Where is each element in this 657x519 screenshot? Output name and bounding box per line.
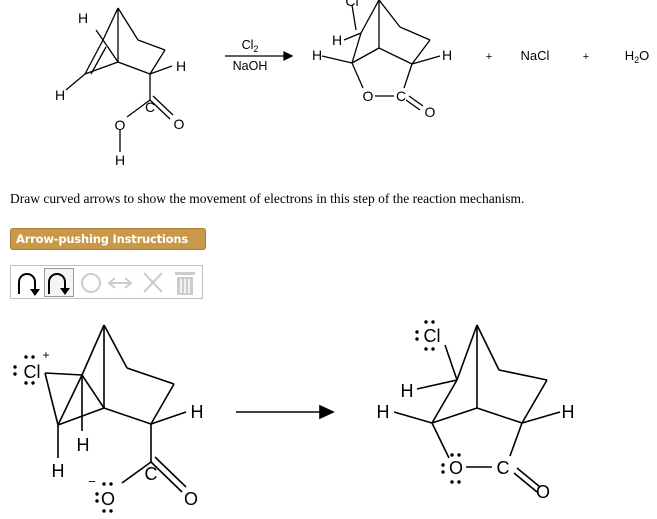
atom-label: O [425, 104, 436, 120]
atom-label: H [52, 461, 65, 481]
atom-label: H [78, 10, 88, 26]
double-arrow-tool[interactable] [104, 268, 134, 297]
atom-label: H [442, 47, 452, 63]
mechanism-canvas[interactable]: Cl + H H H C O O − [0, 310, 657, 519]
product-labels: Cl H H H O C O [312, 0, 452, 120]
atom-label: Cl [424, 326, 441, 346]
starting-material-labels: H H H C O O H [55, 10, 186, 168]
atom-label: O [449, 458, 463, 478]
atom-label: O [536, 482, 550, 502]
atom-label: H [55, 87, 65, 103]
intermediate-structure [44, 324, 187, 493]
lactone-lone-pair-dots [415, 320, 461, 484]
atom-label: C [145, 99, 155, 115]
reagents: Cl2 NaOH [233, 38, 268, 73]
curved-arrow-double-tool[interactable] [44, 268, 74, 297]
lactone-labels: Cl H H H O C O [377, 326, 575, 502]
atom-label: H [401, 381, 414, 401]
atom-label: H [77, 435, 90, 455]
atom-label: H [332, 32, 342, 48]
lone-pair-dots [13, 355, 113, 513]
reaction-arrow [225, 50, 294, 62]
atom-label: O [363, 88, 374, 104]
atom-label: H [176, 58, 186, 74]
atom-label: C [497, 458, 510, 478]
drawing-toolbar [10, 265, 203, 299]
positive-charge: + [42, 348, 49, 362]
plus-sign: + [486, 51, 492, 63]
atom-label: O [184, 489, 198, 509]
clear-tool[interactable] [170, 268, 200, 297]
product-structure [321, 0, 441, 111]
trash-icon [175, 272, 195, 295]
water-label: H2O [625, 48, 650, 65]
atom-label: H [562, 402, 575, 422]
atom-label: H [312, 47, 322, 63]
double-arrow-icon [107, 277, 133, 289]
atom-label: O [115, 117, 126, 133]
mechanism-arrow [236, 404, 335, 420]
svg-text:NaOH: NaOH [233, 59, 268, 73]
atom-label: Cl [24, 362, 41, 382]
atom-label: H [377, 402, 390, 422]
byproducts: + NaCl + H2O [486, 48, 649, 65]
question-instruction: Draw curved arrows to show the movement … [10, 191, 525, 206]
delete-x-icon [143, 272, 163, 293]
atom-label: Cl [345, 0, 358, 9]
atom-label: C [145, 464, 158, 484]
curved-arrow-double-icon [48, 273, 70, 295]
negative-charge: − [88, 474, 96, 489]
curved-arrow-single-tool[interactable] [14, 268, 44, 297]
atom-label: O [174, 116, 185, 132]
atom-label: O [101, 489, 115, 509]
lactone-structure [393, 324, 561, 493]
rotate-icon [81, 273, 101, 293]
arrow-pushing-instructions-button[interactable]: Arrow-pushing Instructions [10, 228, 206, 250]
curved-arrow-single-icon [18, 273, 40, 296]
overall-reaction: H H H C O O H Cl2 NaOH Cl H H H [55, 0, 649, 168]
atom-label: H [191, 402, 204, 422]
plus-sign: + [583, 51, 589, 63]
nacl-label: NaCl [521, 48, 550, 63]
atom-label: C [396, 88, 406, 104]
intermediate-labels: Cl + H H H C O O − [24, 348, 204, 509]
atom-label: H [115, 152, 125, 168]
delete-tool[interactable] [137, 268, 167, 297]
svg-text:Cl2: Cl2 [242, 38, 259, 54]
starting-material-structure [65, 7, 174, 152]
rotate-tool[interactable] [74, 268, 104, 297]
